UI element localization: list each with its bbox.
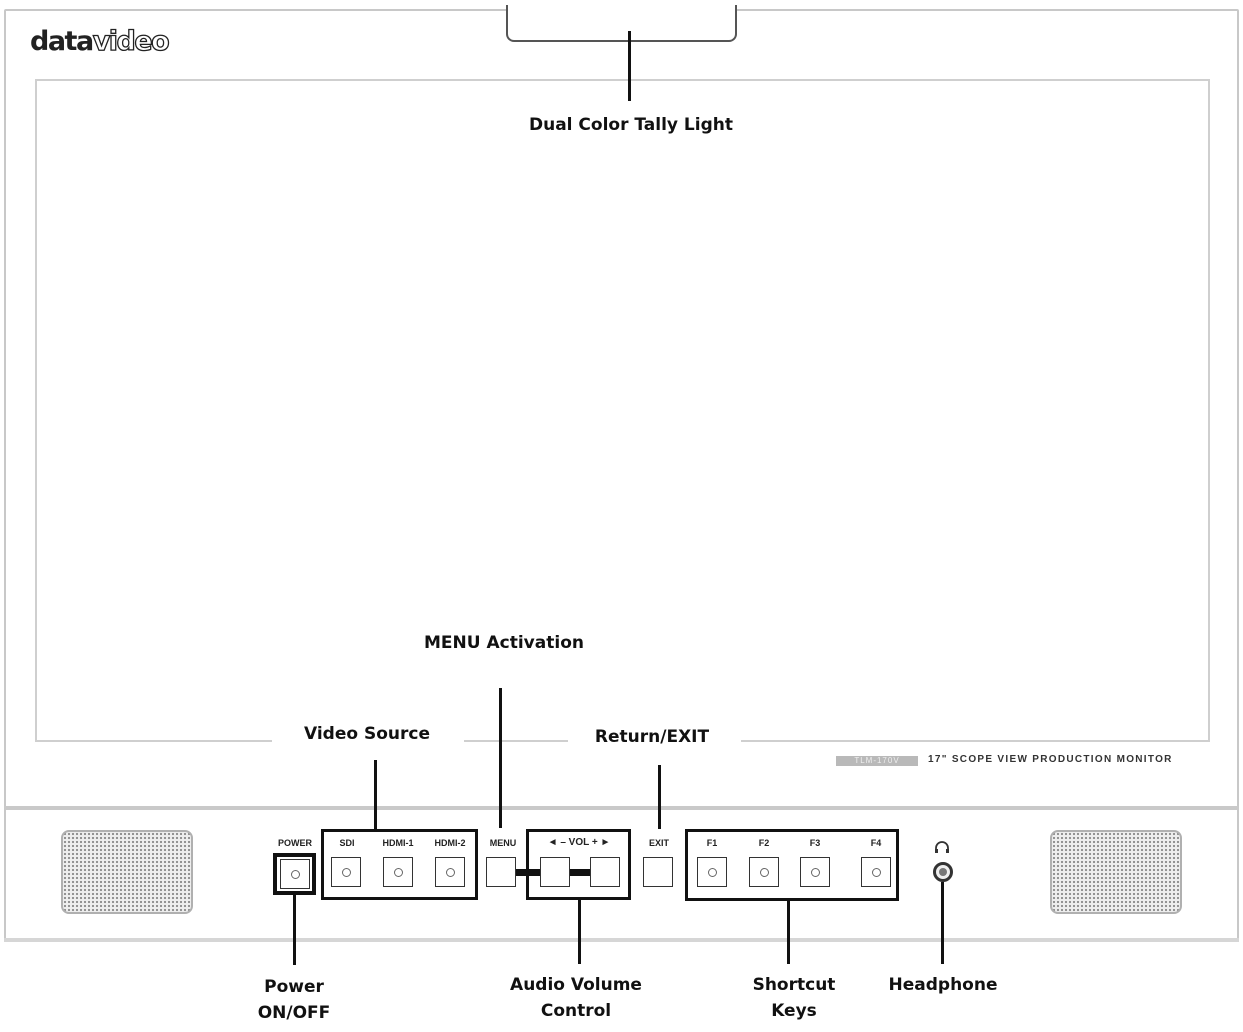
callout-tally-light: Dual Color Tally Light	[529, 115, 733, 135]
callout-power-line-2: ON/OFF	[257, 1003, 331, 1023]
audio-volume-group	[526, 829, 631, 900]
shortcut-keys-group	[685, 829, 899, 901]
monitor-body	[4, 9, 1239, 942]
button-indicator	[290, 869, 300, 879]
callout-audio-volume: Audio Volume Control	[496, 972, 656, 1024]
f4-label: F4	[870, 838, 882, 848]
sdi-label: SDI	[339, 838, 355, 848]
exit-callout-line	[658, 765, 661, 829]
power-button-frame	[273, 853, 316, 895]
callout-audio-line-2: Control	[540, 1001, 612, 1021]
vol-connector-left	[529, 869, 540, 876]
vol-connector-middle	[570, 869, 590, 876]
monitor-bottom-edge	[4, 938, 1239, 942]
headphone-icon	[935, 841, 949, 853]
callout-headphone: Headphone	[888, 975, 998, 995]
video-source-callout-line	[374, 760, 377, 830]
button-indicator	[871, 867, 881, 877]
screen-edge-gap	[272, 737, 464, 743]
menu-vol-connector	[516, 869, 528, 876]
datavideo-logo: datavideo	[30, 25, 170, 57]
button-indicator	[445, 867, 455, 877]
callout-menu-activation: MENU Activation	[424, 633, 584, 653]
tally-callout-line	[628, 31, 631, 101]
button-indicator	[393, 867, 403, 877]
power-button[interactable]	[280, 859, 310, 889]
callout-audio-line-1: Audio Volume	[510, 975, 642, 995]
logo-part-2: video	[92, 25, 170, 57]
callout-video-source: Video Source	[304, 724, 430, 744]
headphone-callout-line	[941, 882, 944, 964]
f3-button[interactable]	[800, 857, 830, 887]
screen-edge-gap	[568, 737, 741, 743]
logo-part-1: data	[30, 26, 94, 57]
f1-label: F1	[706, 838, 718, 848]
f4-button[interactable]	[861, 857, 891, 887]
callout-shortcut-line-2: Keys	[771, 1001, 817, 1021]
model-tag: TLM-170V	[836, 756, 918, 766]
hdmi-2-button[interactable]	[435, 857, 465, 887]
callout-power-line-1: Power	[264, 977, 324, 997]
exit-label: EXIT	[648, 838, 669, 848]
hdmi-1-label: HDMI-1	[382, 838, 414, 848]
audio-callout-line	[578, 900, 581, 964]
exit-button[interactable]	[643, 857, 673, 887]
hdmi-2-label: HDMI-2	[434, 838, 466, 848]
speaker-grille-left	[61, 830, 193, 914]
callout-shortcut-keys: Shortcut Keys	[734, 972, 854, 1024]
volume-up-button[interactable]	[590, 857, 620, 887]
callout-shortcut-line-1: Shortcut	[752, 975, 836, 995]
model-description: 17" SCOPE VIEW PRODUCTION MONITOR	[928, 754, 1173, 765]
menu-button[interactable]	[486, 857, 516, 887]
f2-label: F2	[758, 838, 770, 848]
f3-label: F3	[809, 838, 821, 848]
hdmi-1-button[interactable]	[383, 857, 413, 887]
f1-button[interactable]	[697, 857, 727, 887]
volume-down-button[interactable]	[540, 857, 570, 887]
button-indicator	[341, 867, 351, 877]
bezel-divider	[4, 806, 1239, 810]
shortcut-callout-line	[787, 900, 790, 964]
sdi-button[interactable]	[331, 857, 361, 887]
callout-power: Power ON/OFF	[234, 974, 354, 1026]
headphone-jack-icon[interactable]	[933, 862, 953, 882]
button-indicator	[707, 867, 717, 877]
callout-return-exit: Return/EXIT	[594, 727, 710, 747]
vol-label: ◄ – VOL + ►	[547, 837, 611, 848]
speaker-grille-right	[1050, 830, 1182, 914]
button-indicator	[810, 867, 820, 877]
power-label: POWER	[277, 838, 312, 848]
video-source-group	[321, 829, 478, 900]
menu-label: MENU	[489, 838, 517, 848]
f2-button[interactable]	[749, 857, 779, 887]
button-indicator	[759, 867, 769, 877]
tally-light-housing	[506, 5, 737, 42]
monitor-screen	[35, 79, 1210, 742]
power-callout-line	[293, 895, 296, 965]
menu-callout-line	[499, 688, 502, 828]
